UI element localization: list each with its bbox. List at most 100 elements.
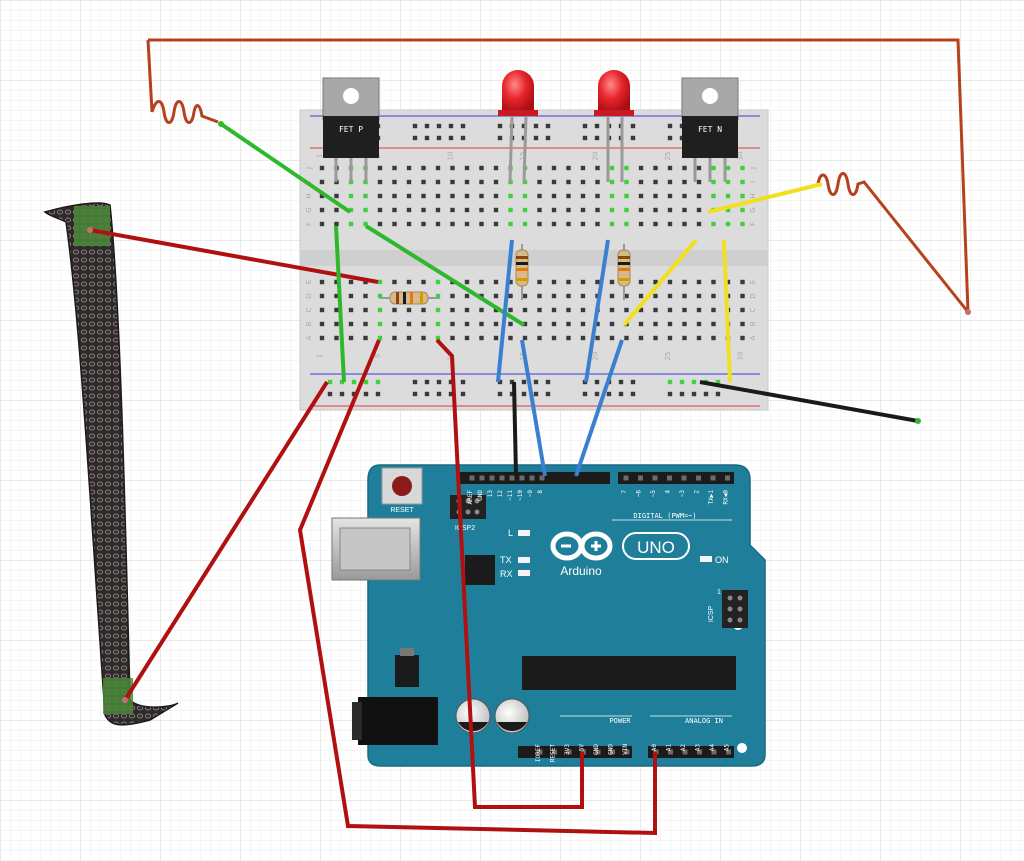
header-pin[interactable] — [595, 749, 601, 755]
pin-label: GND — [593, 744, 600, 755]
row-letter: J — [305, 167, 313, 170]
header-pin[interactable] — [710, 475, 716, 481]
breadboard-hole — [508, 307, 513, 313]
breadboard-hole — [460, 391, 466, 397]
breadboard-hole — [582, 379, 588, 385]
breadboard-hole — [363, 335, 368, 341]
header-pin[interactable] — [489, 475, 495, 481]
breadboard-hole — [711, 165, 716, 171]
header-pin[interactable] — [711, 749, 717, 755]
header-pin[interactable] — [519, 475, 525, 481]
breadboard-hole — [424, 391, 430, 397]
breadboard-hole — [566, 293, 571, 299]
breadboard-hole — [740, 321, 745, 327]
header-pin[interactable] — [725, 475, 730, 481]
breadboard-hole — [624, 307, 629, 313]
breadboard-hole — [566, 279, 571, 285]
breadboard-hole — [493, 193, 499, 199]
header-pin[interactable] — [681, 475, 687, 481]
breadboard-hole — [435, 293, 441, 299]
header-pin[interactable] — [667, 475, 672, 481]
breadboard-hole — [493, 307, 499, 313]
analog-label: ANALOG IN — [685, 717, 723, 725]
breadboard-hole — [551, 321, 557, 327]
breadboard-hole — [595, 335, 600, 341]
header-pin[interactable] — [499, 475, 505, 481]
header-pin[interactable] — [682, 749, 688, 755]
row-letter: F — [305, 222, 313, 226]
breadboard-hole — [580, 179, 586, 185]
row-letter: I — [749, 181, 757, 183]
pin-label: ~11 — [507, 490, 514, 501]
header-pin[interactable] — [537, 749, 543, 755]
breadboard-hole — [406, 193, 412, 199]
digital-label: DIGITAL (PWM=~) — [633, 512, 696, 520]
pin-label: A5 — [724, 744, 731, 752]
breadboard-hole — [638, 335, 644, 341]
breadboard-hole — [715, 379, 721, 385]
header-pin[interactable] — [726, 749, 731, 755]
breadboard-hole — [421, 207, 426, 213]
breadboard-hole — [412, 123, 418, 129]
wire-black — [699, 380, 919, 423]
breadboard-hole — [682, 165, 687, 171]
header-pin[interactable] — [552, 749, 557, 755]
breadboard-hole — [377, 179, 383, 185]
breadboard-hole — [348, 293, 354, 299]
breadboard-hole — [508, 193, 513, 199]
breadboard-hole — [421, 193, 426, 199]
breadboard-hole — [522, 293, 528, 299]
breadboard-hole — [521, 379, 527, 385]
wire-red-sensor — [89, 228, 379, 284]
breadboard-hole — [424, 123, 430, 129]
breadboard-hole — [460, 379, 466, 385]
header-pin[interactable] — [610, 749, 615, 755]
header-pin[interactable] — [697, 749, 702, 755]
breadboard-hole — [740, 221, 745, 227]
breadboard-hole — [392, 321, 397, 327]
breadboard-hole — [435, 307, 441, 313]
breadboard-hole — [479, 307, 484, 313]
breadboard-hole — [667, 165, 673, 171]
reset-button-cap[interactable] — [392, 476, 412, 496]
header-pin[interactable] — [652, 475, 658, 481]
breadboard-hole — [351, 391, 357, 397]
breadboard-hole — [691, 391, 697, 397]
breadboard-hole — [679, 391, 685, 397]
analog-header — [648, 746, 734, 758]
breadboard-hole — [711, 335, 716, 341]
breadboard-hole — [436, 391, 442, 397]
header-pin[interactable] — [638, 475, 643, 481]
breadboard-hole — [740, 179, 745, 185]
breadboard-hole — [375, 391, 381, 397]
wire-yellow — [722, 239, 732, 383]
breadboard-hole — [696, 279, 702, 285]
header-pin[interactable] — [566, 749, 572, 755]
breadboard-hole — [609, 307, 615, 313]
pin-label: A0 — [651, 744, 658, 752]
breadboard-hole — [624, 207, 629, 213]
header-pin[interactable] — [509, 475, 515, 481]
wire-red-a0 — [297, 339, 657, 836]
breadboard-hole — [711, 293, 716, 299]
led-left-dome — [502, 70, 534, 112]
header-pin[interactable] — [529, 475, 535, 481]
breadboard-hole — [334, 307, 339, 313]
header-pin[interactable] — [668, 749, 673, 755]
breadboard-hole — [606, 391, 612, 397]
breadboard-hole — [435, 179, 441, 185]
breadboard-hole — [327, 391, 333, 397]
header-pin[interactable] — [539, 475, 545, 481]
header-pin[interactable] — [479, 475, 485, 481]
breadboard-hole — [450, 307, 455, 313]
breadboard-hole — [497, 135, 503, 141]
header-pin[interactable] — [696, 475, 701, 481]
breadboard-hole — [363, 221, 368, 227]
breadboard-hole — [725, 193, 731, 199]
row-letter: A — [305, 335, 313, 340]
breadboard-hole — [667, 207, 673, 213]
header-pin[interactable] — [624, 749, 630, 755]
header-pin[interactable] — [623, 475, 629, 481]
header-pin[interactable] — [469, 475, 475, 481]
breadboard-hole — [667, 307, 673, 313]
